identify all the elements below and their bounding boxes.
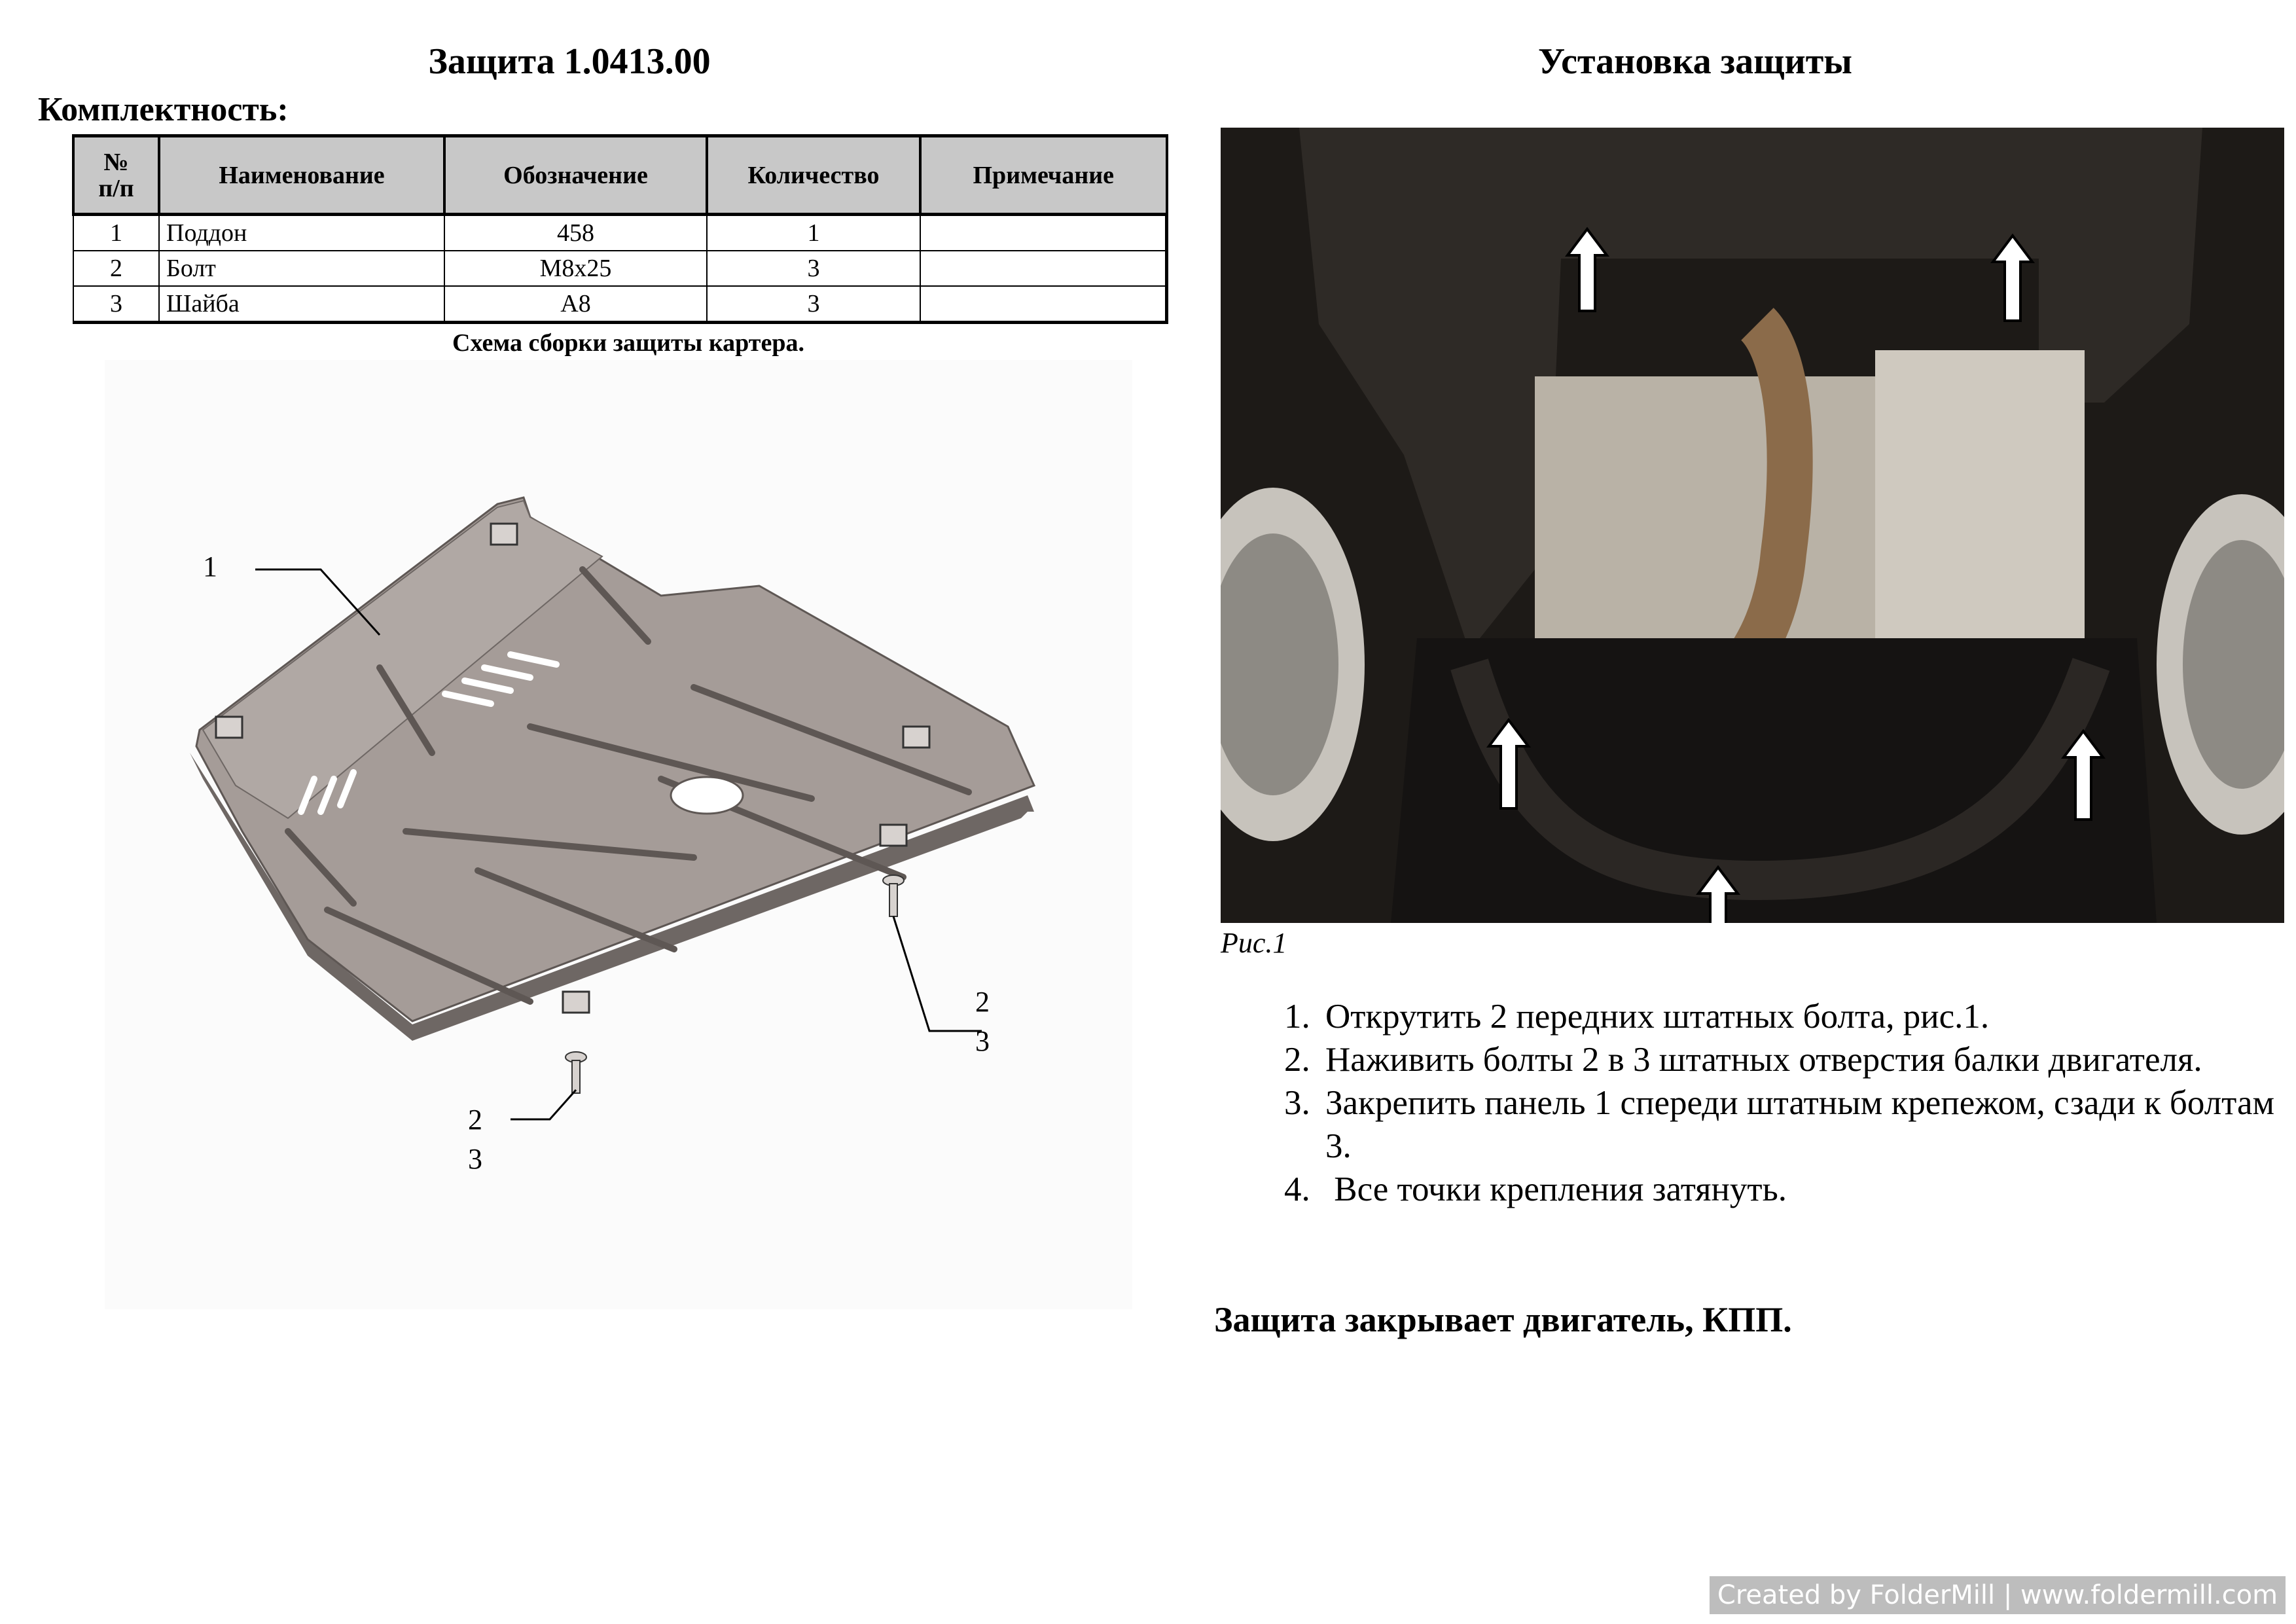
callout-washer-front: 3 [468,1143,482,1175]
arrow-up-icon [2061,729,2106,821]
photo-illustration [1221,128,2284,923]
leader-lines [255,568,982,1121]
arrow-up-icon [1565,226,1609,312]
cell-name: Шайба [158,285,445,324]
cell-name: Болт [158,250,445,287]
mounting-brackets [215,522,931,1014]
list-item: Все точки крепления затянуть. [1319,1168,2287,1211]
plate-center-hole [670,776,744,815]
assembly-drawing: 1 2 3 2 3 [105,360,1132,1309]
installation-steps: Открутить 2 передних штатных болта, рис.… [1270,995,2287,1211]
table-row: 3 Шайба А8 3 [73,285,1168,324]
arrow-up-icon [1486,717,1531,810]
conclusion-text: Защита закрывает двигатель, КПП. [1214,1300,1792,1339]
bolt-right [882,875,905,917]
cell-designation: 458 [444,213,708,251]
cell-quantity: 3 [706,250,921,287]
col-note: Примечание [919,134,1168,216]
cell-quantity: 3 [706,285,921,324]
col-name: Наименование [158,134,446,216]
engine-underside-photo [1221,128,2284,923]
vent-slots [298,651,560,815]
mount-point-arrows [1486,226,2106,923]
scheme-caption: Схема сборки защиты картера. [452,329,804,357]
col-quantity: Количество [706,134,922,216]
cell-designation: М8х25 [444,250,708,287]
list-item: Открутить 2 передних штатных болта, рис.… [1319,995,2287,1038]
cell-number: 2 [73,250,160,287]
kit-heading: Комплектность: [38,91,289,128]
skid-plate-illustration: 1 2 3 2 3 [190,496,1036,1175]
cell-name: Поддон [158,213,445,251]
callout-bolt-front: 2 [468,1104,482,1136]
arrow-up-icon [1696,865,1740,923]
list-item: Наживить болты 2 в 3 штатных отверстия б… [1319,1038,2287,1081]
table-header-row: № п/п Наименование Обозначение Количеств… [72,134,1168,216]
callout-part-1: 1 [203,550,217,583]
install-title: Установка защиты [1538,41,1852,82]
document-title: Защита 1.0413.00 [428,41,711,82]
table-row: 1 Поддон 458 1 [73,213,1168,251]
callout-washer-right: 3 [975,1025,990,1057]
cell-note [920,213,1168,251]
cell-number: 3 [73,285,160,324]
plate-front-section [202,499,603,820]
figure-caption: Рис.1 [1221,927,1287,959]
arrow-up-icon [1990,233,2035,322]
cell-number: 1 [73,213,160,251]
bolt-front [565,1051,587,1094]
list-item: Закрепить панель 1 спереди штатным крепе… [1319,1081,2287,1168]
engine-cover [1299,128,2202,651]
table-row: 2 Болт М8х25 3 [73,250,1168,287]
plate-ribs [285,566,972,1005]
watermark: Created by FolderMill | www.foldermill.c… [1710,1576,2286,1614]
kit-table: № п/п Наименование Обозначение Количеств… [72,134,1168,324]
cell-designation: А8 [444,285,708,324]
cell-quantity: 1 [706,213,921,251]
cell-note [920,250,1168,287]
col-designation: Обозначение [443,134,708,216]
callout-bolt-right: 2 [975,986,990,1018]
cell-note [920,285,1168,324]
callout-labels: 1 2 3 2 3 [203,550,990,1175]
col-number: № п/п [72,134,160,216]
